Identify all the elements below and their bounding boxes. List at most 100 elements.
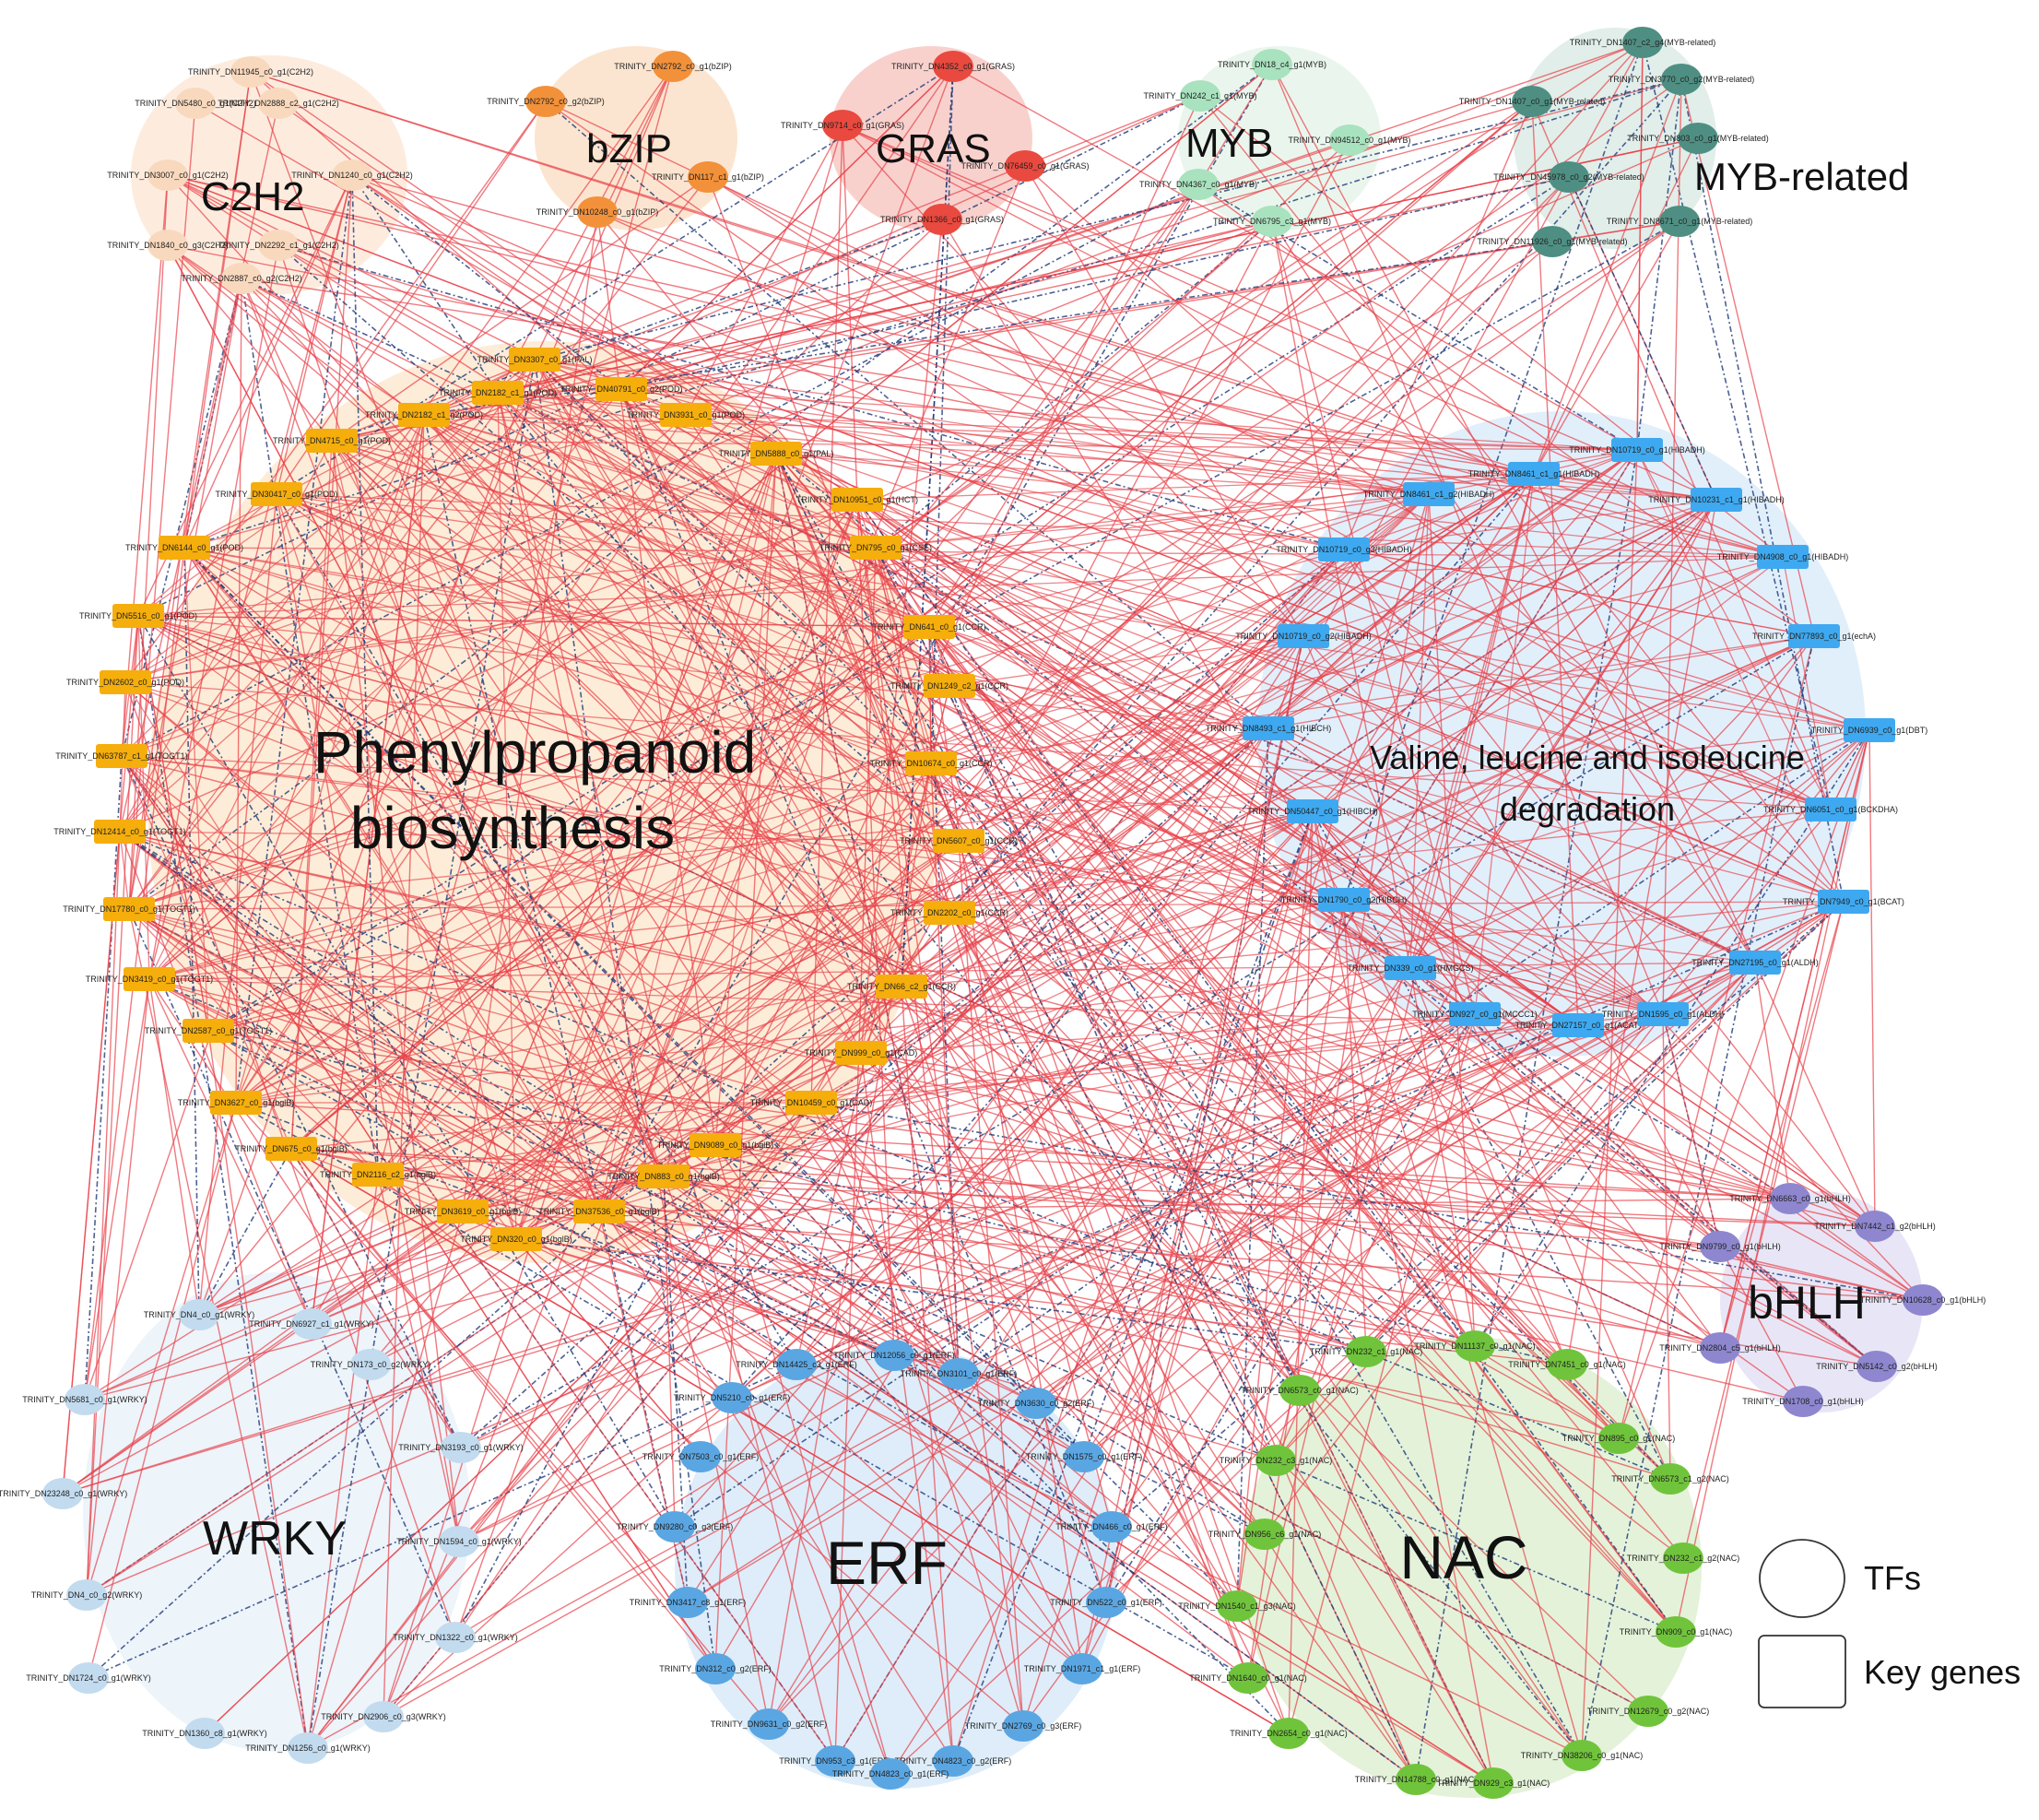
node[interactable]: TRINITY_DN4352_c0_g1(GRAS) bbox=[891, 51, 1015, 82]
node[interactable]: TRINITY_DN466_c0_g1(ERF) bbox=[1055, 1511, 1168, 1542]
node[interactable]: TRINITY_DN7503_c0_g1(ERF) bbox=[642, 1441, 760, 1472]
node[interactable]: TRINITY_DN7442_c1_g2(bHLH) bbox=[1814, 1211, 1936, 1242]
node[interactable]: TRINITY_DN522_c0_g1(ERF) bbox=[1050, 1587, 1162, 1618]
node[interactable]: TRINITY_DN10674_c0_g1(CCR) bbox=[869, 751, 993, 775]
node[interactable]: TRINITY_DN4908_c0_g1(HIBADH) bbox=[1717, 545, 1849, 569]
node[interactable]: TRINITY_DN5142_c0_g2(bHLH) bbox=[1816, 1351, 1938, 1382]
node[interactable]: TRINITY_DN10719_c0_g1(HIBADH) bbox=[1569, 438, 1705, 462]
node[interactable]: TRINITY_DN3627_c0_g1(bglB) bbox=[178, 1091, 295, 1115]
node[interactable]: TRINITY_DN2792_c0_g2(bZIP) bbox=[487, 86, 605, 117]
node[interactable]: TRINITY_DN3417_c8_g1(ERF) bbox=[630, 1587, 747, 1618]
node[interactable]: TRINITY_DN2906_c0_g3(WRKY) bbox=[321, 1701, 446, 1732]
node[interactable]: TRINITY_DN40791_c0_g2(POD) bbox=[560, 377, 683, 401]
node[interactable]: TRINITY_DN4823_c0_g2(ERF) bbox=[895, 1745, 1012, 1777]
node[interactable]: TRINITY_DN242_c1_g1(MYB) bbox=[1143, 80, 1257, 112]
node[interactable]: TRINITY_DN5210_c0_g1(ERF) bbox=[674, 1382, 791, 1413]
node[interactable]: TRINITY_DN5516_c0_g1(POD) bbox=[79, 604, 197, 628]
node[interactable]: TRINITY_DN8493_c1_g1(HIBCH) bbox=[1206, 716, 1332, 740]
node[interactable]: TRINITY_DN3419_c0_g1(TOGT1) bbox=[86, 967, 213, 991]
node[interactable]: TRINITY_DN2602_c0_g1(POD) bbox=[66, 670, 184, 694]
node[interactable]: TRINITY_DN795_c0_g1(CSE) bbox=[819, 536, 932, 560]
node[interactable]: TRINITY_DN3630_c0_g2(ERF) bbox=[978, 1388, 1095, 1419]
node[interactable]: TRINITY_DN173_c0_g2(WRKY) bbox=[311, 1349, 431, 1380]
node[interactable]: TRINITY_DN9089_c0_g1(bglB) bbox=[657, 1133, 774, 1157]
node[interactable]: TRINITY_DN50447_c0_g1(HIBCH) bbox=[1247, 799, 1378, 823]
node[interactable]: TRINITY_DN927_c0_g1(MCCC1) bbox=[1412, 1002, 1538, 1026]
node[interactable]: TRINITY_DN8671_c0_g1(MYB-related) bbox=[1607, 206, 1753, 237]
node[interactable]: TRINITY_DN1240_c0_g1(C2H2) bbox=[291, 160, 413, 191]
node[interactable]: TRINITY_DN4367_c0_g1(MYB) bbox=[1139, 169, 1257, 200]
node[interactable]: TRINITY_DN10248_c0_g1(bZIP) bbox=[536, 196, 659, 228]
node[interactable]: TRINITY_DN232_c1_g1(NAC) bbox=[1310, 1336, 1423, 1367]
node[interactable]: TRINITY_DN895_c0_g1(NAC) bbox=[1562, 1423, 1676, 1454]
node[interactable]: TRINITY_DN232_c1_g2(NAC) bbox=[1627, 1542, 1740, 1574]
node[interactable]: TRINITY_DN956_c6_g1(NAC) bbox=[1208, 1519, 1322, 1550]
node[interactable]: TRINITY_DN2202_c0_g1(CCR) bbox=[890, 901, 1008, 925]
node[interactable]: TRINITY_DN76459_c0_g1(GRAS) bbox=[961, 150, 1090, 182]
node[interactable]: TRINITY_DN2887_c0_g2(C2H2) bbox=[181, 263, 302, 294]
node[interactable]: TRINITY_DN5480_c0_g1(C2H2) bbox=[135, 88, 256, 119]
node[interactable]: TRINITY_DN3619_c0_g1(bglB) bbox=[405, 1200, 522, 1223]
node[interactable]: TRINITY_DN4823_c0_g1(ERF) bbox=[832, 1758, 949, 1790]
node[interactable]: TRINITY_DN14788_c0_g1(NAC) bbox=[1355, 1764, 1478, 1795]
node[interactable]: TRINITY_DN312_c0_g2(ERF) bbox=[659, 1653, 772, 1684]
node[interactable]: TRINITY_DN1322_c0_g1(WRKY) bbox=[393, 1622, 518, 1653]
node[interactable]: TRINITY_DN5681_c0_g1(WRKY) bbox=[22, 1384, 147, 1415]
node[interactable]: TRINITY_DN7451_c0_g1(NAC) bbox=[1508, 1349, 1626, 1380]
node[interactable]: TRINITY_DN6573_c1_g2(NAC) bbox=[1611, 1463, 1729, 1495]
node[interactable]: TRINITY_DN11137_c0_g1(NAC) bbox=[1414, 1330, 1536, 1362]
node[interactable]: TRINITY_DN27195_c0_g1(ALDH) bbox=[1691, 951, 1819, 975]
node[interactable]: TRINITY_DN2888_c2_g1(C2H2) bbox=[218, 88, 339, 119]
node[interactable]: TRINITY_DN10719_c0_g2(HIBADH) bbox=[1235, 624, 1372, 648]
node[interactable]: TRINITY_DN45978_c0_g2(MYB-related) bbox=[1493, 161, 1644, 193]
node[interactable]: TRINITY_DN1366_c0_g1(GRAS) bbox=[880, 204, 1004, 235]
node[interactable]: TRINITY_DN38206_c0_g1(NAC) bbox=[1521, 1740, 1644, 1771]
node[interactable]: TRINITY_DN1971_c1_g1(ERF) bbox=[1024, 1653, 1141, 1684]
node[interactable]: TRINITY_DN7949_c0_g1(BCAT) bbox=[1783, 890, 1904, 914]
node[interactable]: TRINITY_DN9799_c0_g1(bHLH) bbox=[1659, 1231, 1781, 1262]
node[interactable]: TRINITY_DN23248_c0_g1(WRKY) bbox=[0, 1478, 127, 1509]
node[interactable]: TRINITY_DN11945_c0_g1(C2H2) bbox=[188, 56, 313, 88]
node[interactable]: TRINITY_DN8461_c1_g1(HIBADH) bbox=[1468, 462, 1600, 486]
node[interactable]: TRINITY_DN2182_c1_g2(POD) bbox=[365, 403, 483, 427]
node[interactable]: TRINITY_DN320_c0_g1(bglB) bbox=[460, 1227, 572, 1251]
node[interactable]: TRINITY_DN11926_c0_g1(MYB-related) bbox=[1478, 226, 1628, 257]
node[interactable]: TRINITY_DN4_c0_g1(WRKY) bbox=[144, 1299, 255, 1330]
node[interactable]: TRINITY_DN6051_c0_g1(BCKDHA) bbox=[1763, 798, 1898, 821]
node[interactable]: TRINITY_DN6663_c0_g1(bHLH) bbox=[1729, 1183, 1851, 1214]
node[interactable]: TRINITY_DN3007_c0_g1(C2H2) bbox=[107, 160, 229, 191]
node[interactable]: TRINITY_DN5888_c0_g1(PAL) bbox=[719, 442, 834, 466]
node[interactable]: TRINITY_DN2116_c2_g1(bglB) bbox=[320, 1163, 436, 1187]
node[interactable]: TRINITY_DN94512_c0_g1(MYB) bbox=[1288, 124, 1411, 156]
node[interactable]: TRINITY_DN3770_c0_g2(MYB-related) bbox=[1609, 64, 1755, 95]
node[interactable]: TRINITY_DN2182_c1_g1(POD) bbox=[439, 381, 557, 405]
node[interactable]: TRINITY_DN6927_c1_g1(WRKY) bbox=[249, 1308, 374, 1340]
node[interactable]: TRINITY_DN953_c3_g1(ERF) bbox=[779, 1745, 891, 1777]
node[interactable]: TRINITY_DN10628_c0_g1(bHLH) bbox=[1860, 1284, 1986, 1316]
node[interactable]: TRINITY_DN12679_c0_g2(NAC) bbox=[1587, 1696, 1710, 1727]
node[interactable]: TRINITY_DN12056_c0_g1(ERF) bbox=[833, 1340, 955, 1371]
node[interactable]: TRINITY_DN1256_c0_g1(WRKY) bbox=[245, 1732, 371, 1764]
node[interactable]: TRINITY_DN1640_c0_g1(NAC) bbox=[1189, 1662, 1307, 1694]
node[interactable]: TRINITY_DN909_c0_g1(NAC) bbox=[1620, 1616, 1733, 1648]
node[interactable]: TRINITY_DN10951_c0_g1(HCT) bbox=[796, 488, 918, 512]
node[interactable]: TRINITY_DN4715_c0_g1(POD) bbox=[273, 429, 391, 453]
node[interactable]: TRINITY_DN8461_c1_g2(HIBADH) bbox=[1363, 482, 1495, 506]
node[interactable]: TRINITY_DN4_c0_g2(WRKY) bbox=[31, 1579, 143, 1611]
node[interactable]: TRINITY_DN675_c0_g1(bglB) bbox=[235, 1137, 348, 1161]
node[interactable]: TRINITY_DN999_c0_g1(CAD) bbox=[805, 1041, 918, 1065]
node[interactable]: TRINITY_DN3101_c0_g1(ERF) bbox=[901, 1358, 1018, 1389]
node[interactable]: TRINITY_DN1540_c1_g3(NAC) bbox=[1178, 1590, 1296, 1622]
node[interactable]: TRINITY_DN9631_c0_g2(ERF) bbox=[711, 1708, 828, 1740]
node[interactable]: TRINITY_DN1249_c2_g1(CCR) bbox=[890, 674, 1008, 698]
node[interactable]: TRINITY_DN3307_c0_g1(PAL) bbox=[477, 348, 593, 372]
node[interactable]: TRINITY_DN2792_c0_g1(bZIP) bbox=[614, 51, 732, 82]
node[interactable]: TRINITY_DN10719_c0_g3(HIBADH) bbox=[1276, 538, 1412, 561]
node[interactable]: TRINITY_DN6144_c0_g1(POD) bbox=[125, 536, 243, 560]
node[interactable]: TRINITY_DN66_c2_g1(CCR) bbox=[847, 975, 956, 999]
node[interactable]: TRINITY_DN18_c4_g1(MYB) bbox=[1218, 49, 1326, 80]
node[interactable]: TRINITY_DN1840_c0_g3(C2H2) bbox=[107, 230, 229, 261]
node[interactable]: TRINITY_DN37536_c0_g1(bglB) bbox=[538, 1200, 660, 1223]
node[interactable]: TRINITY_DN1594_c0_g1(WRKY) bbox=[396, 1526, 522, 1557]
node[interactable]: TRINITY_DN6939_c0_g1(DBT) bbox=[1811, 718, 1928, 742]
